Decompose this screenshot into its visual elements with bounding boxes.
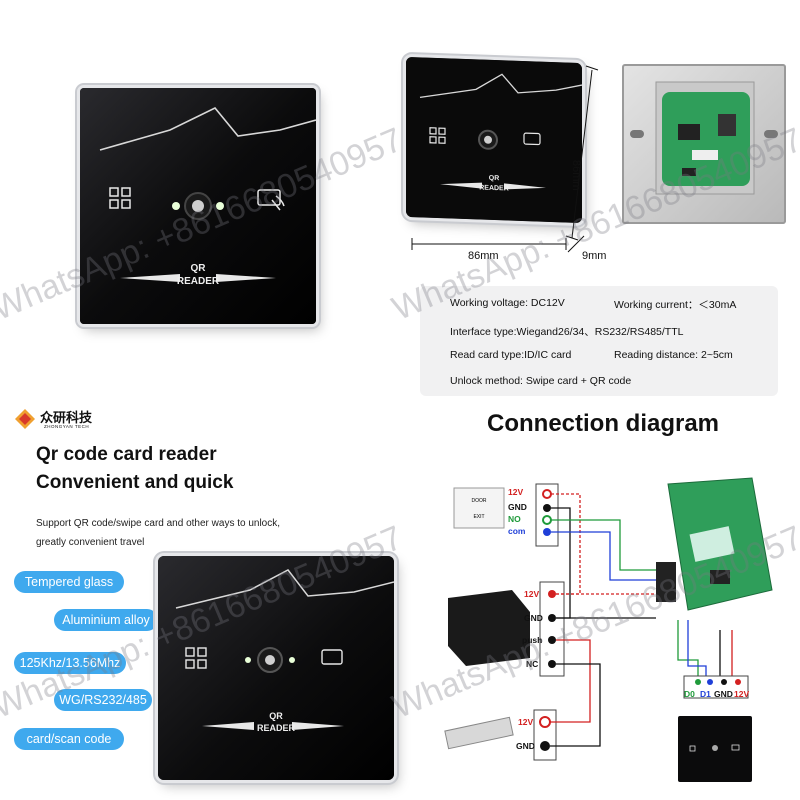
card-tap-icon	[257, 189, 285, 211]
exit-label-no: NO	[508, 514, 521, 524]
spec-current: Working current：＜30mA	[614, 299, 737, 311]
power-label-nc: NC	[526, 659, 539, 669]
power-supply-device	[448, 590, 530, 666]
brand-logo-icon	[15, 409, 35, 429]
svg-text:EXIT: EXIT	[473, 514, 484, 520]
feature-pill-aluminium: Aluminium alloy	[54, 609, 158, 631]
reader-label: READER	[256, 723, 295, 733]
controller-label-12v: 12V	[734, 689, 750, 699]
controller-label-d1: D1	[700, 689, 711, 699]
circuit-board-graphic	[630, 81, 778, 195]
diagram-title: Connection diagram	[487, 410, 720, 437]
connection-diagram: DOOR EXIT	[444, 477, 773, 782]
marketing-title-1: Qr code card reader	[36, 444, 217, 465]
exit-button-device	[453, 487, 505, 529]
marketing-desc-2: greatly convenient travel	[36, 537, 145, 548]
led-left-icon	[172, 202, 180, 210]
brand-subtitle: ZHONGYAN TECH	[44, 424, 90, 429]
spec-distance: Reading distance: 2~5cm	[614, 349, 733, 361]
brand-logo: 众研科技 ZHONGYAN TECH	[14, 406, 134, 430]
lock-label-12v: 12V	[518, 717, 534, 727]
spec-unlock: Unlock method: Swipe card + QR code	[450, 375, 632, 387]
reader-marketing: QR READER	[158, 556, 394, 780]
svg-text:DOOR: DOOR	[472, 498, 487, 504]
reader-face-graphics	[406, 56, 582, 224]
qr-icon	[429, 127, 446, 144]
dimension-width: 86mm	[468, 250, 499, 262]
controller-label-d0: D0	[684, 689, 695, 699]
spec-panel: Working voltage: DC12V Working current：＜…	[420, 286, 778, 396]
feature-pill-frequency: 125Khz/13.56Mhz	[14, 652, 126, 674]
feature-pill-tempered-glass: Tempered glass	[14, 571, 124, 593]
reader-label: READER	[176, 276, 220, 287]
reader-angled-small: QR READER	[406, 56, 582, 224]
power-label-gnd: GND	[524, 613, 543, 623]
decor-line	[99, 107, 316, 151]
reader-back-photo	[622, 64, 786, 224]
dimension-depth: 9mm	[582, 250, 607, 262]
arrow-right-icon	[216, 274, 276, 282]
card-tap-icon	[523, 132, 541, 146]
qr-icon	[109, 187, 131, 209]
magnetic-lock-device	[444, 716, 514, 750]
spec-voltage: Working voltage: DC12V	[450, 297, 565, 309]
dimension-lines	[411, 65, 599, 253]
spec-interface: Interface type:Wiegand26/34、RS232/RS485/…	[450, 326, 684, 338]
card-tap-icon	[321, 649, 343, 665]
lock-label-gnd: GND	[516, 741, 535, 751]
exit-label-gnd: GND	[508, 502, 527, 512]
spec-read-card: Read card type:ID/IC card	[450, 349, 572, 361]
qr-icon	[185, 647, 207, 669]
reader-front-large: QR READER	[80, 88, 316, 324]
exit-label-12v: 12V	[508, 487, 524, 497]
reader-face-graphics	[158, 556, 394, 780]
arrow-left-icon	[120, 274, 180, 282]
marketing-title-2: Convenient and quick	[36, 472, 234, 493]
reader-face-graphics	[80, 88, 316, 324]
feature-pill-card-scan: card/scan code	[14, 728, 124, 750]
qr-label: QR	[190, 263, 206, 274]
power-label-push: push	[522, 635, 543, 645]
exit-label-com: com	[508, 526, 526, 536]
led-right-icon	[216, 202, 224, 210]
feature-pill-interface: WG/RS232/485	[54, 689, 152, 711]
power-label-12v: 12V	[524, 589, 540, 599]
brand-name: 众研科技	[40, 411, 93, 426]
qr-label: QR	[269, 711, 283, 721]
marketing-desc-1: Support QR code/swipe card and other way…	[36, 518, 281, 529]
controller-label-gnd: GND	[714, 689, 733, 699]
dimension-height: 86mm	[570, 160, 582, 191]
